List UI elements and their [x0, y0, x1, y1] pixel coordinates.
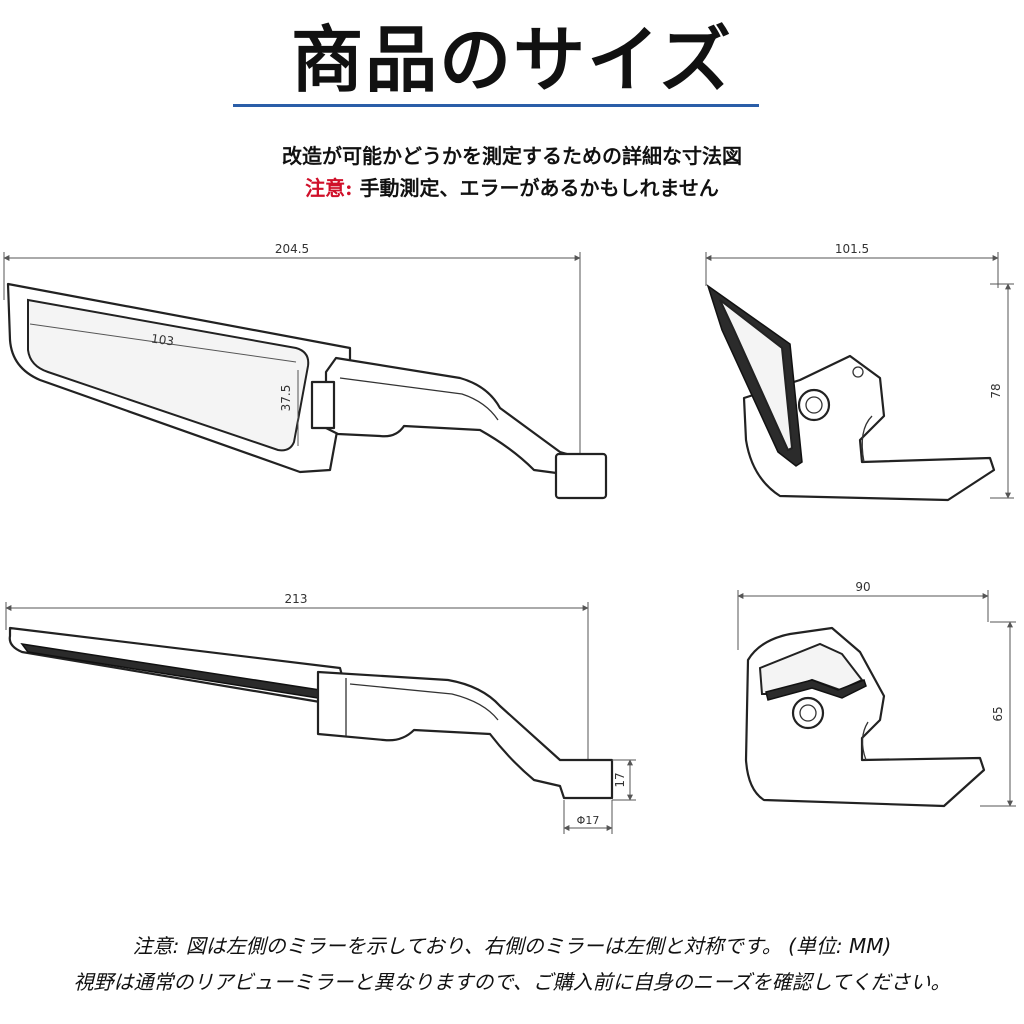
dim-label-top-right-height: 78 — [989, 383, 1003, 398]
screw-hole — [852, 366, 864, 378]
caution-text: 手動測定、エラーがあるかもしれません — [352, 176, 719, 200]
body-edge-line-side — [861, 721, 869, 761]
pivot-bolt-side — [791, 696, 825, 730]
mirror-arm — [324, 356, 576, 476]
mount-block — [554, 452, 608, 500]
dim-label-mount-diameter: Φ17 — [577, 814, 600, 827]
mirror-glass — [27, 298, 310, 452]
arm-edge-line — [339, 377, 499, 421]
mirror-arm-side — [316, 670, 614, 800]
footer-note-1: 注意: 図は左側のミラーを示しており、右側のミラーは左側と対称です。 (単位: … — [132, 934, 892, 958]
bottom-right-view: 90 65 — [737, 580, 1016, 808]
dim-label-glass-length: 103 — [150, 332, 175, 349]
arm-edge-line — [349, 683, 499, 721]
clamp-block — [310, 380, 336, 430]
top-left-view: 204.5 103 37.5 — [3, 242, 608, 500]
pivot-bolt-inner — [805, 396, 823, 414]
caution-label: 注意: — [305, 176, 353, 200]
pivot-bolt-inner-side — [799, 704, 817, 722]
subtitle: 改造が可能かどうかを測定するための詳細な寸法図 — [282, 144, 742, 168]
page-title: 商品のサイズ — [291, 18, 733, 102]
dim-label-top-right-width: 101.5 — [835, 242, 869, 256]
dim-label-bottom-right-width: 90 — [855, 580, 870, 594]
pivot-bolt — [797, 388, 831, 422]
mirror-frame-dark-side — [765, 679, 867, 701]
dim-label-bottom-right-height: 65 — [991, 706, 1005, 721]
footer-note-2: 視野は通常のリアビューミラーと異なりますので、ご購入前に自身のニーズを確認してく… — [73, 970, 951, 994]
caution-line: 注意: 手動測定、エラーがあるかもしれません — [0, 172, 1024, 201]
title-underline — [233, 104, 759, 107]
body-edge-line — [861, 415, 873, 463]
dim-label-mount-height: 17 — [613, 772, 627, 787]
top-right-view: 101.5 78 — [705, 242, 1014, 502]
bottom-left-view: 213 17 Φ17 — [5, 592, 636, 834]
dim-label-top-left-width: 204.5 — [275, 242, 309, 256]
mirror-frame-glass — [719, 299, 794, 452]
dim-line-glass-length — [29, 323, 297, 363]
mount-body-side — [744, 626, 986, 808]
dim-label-glass-height: 37.5 — [279, 385, 293, 412]
dim-label-bottom-left-width: 213 — [285, 592, 308, 606]
